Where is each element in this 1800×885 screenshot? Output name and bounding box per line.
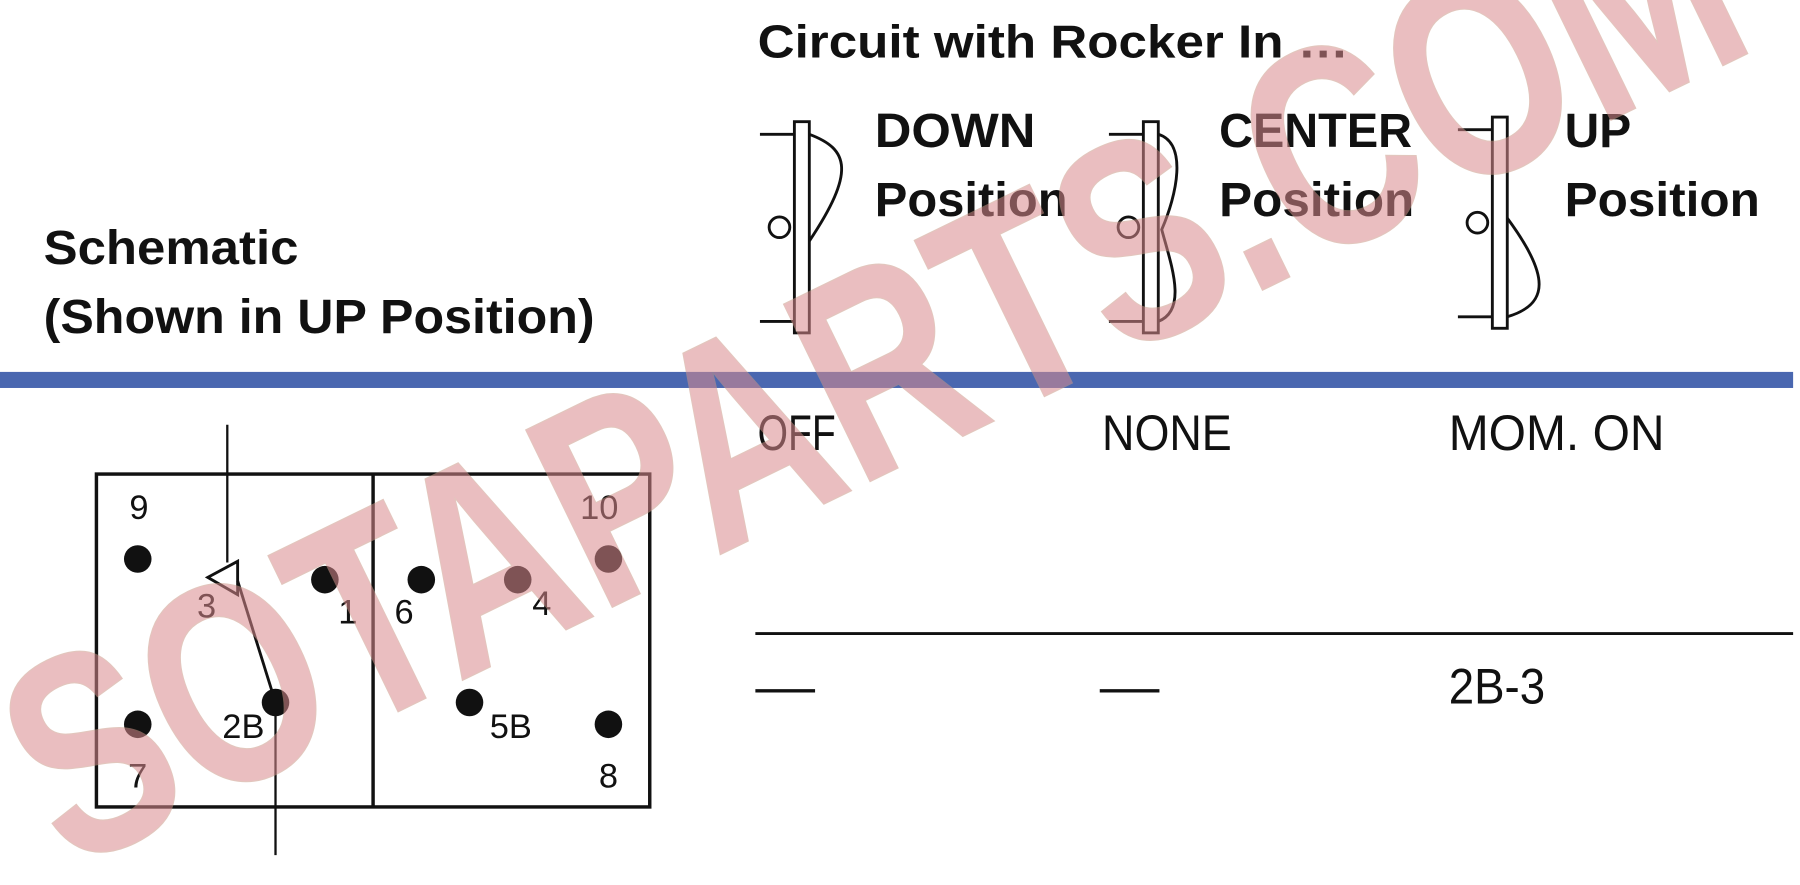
terminal-10: [594, 545, 623, 573]
rocker-icon-center: [1108, 120, 1179, 335]
terminal-7: [123, 710, 152, 739]
header-divider: [0, 371, 1794, 388]
circuit-title: Circuit with Rocker In …: [758, 15, 1349, 67]
schematic-title: Schematic: [44, 221, 299, 275]
position-label-up: Position: [1565, 173, 1760, 227]
label-4: 4: [532, 585, 551, 623]
position-name-up: UP: [1565, 104, 1632, 158]
terminal-4: [503, 565, 532, 594]
connection-center: —: [1100, 658, 1160, 715]
label-2b: 2B: [222, 708, 264, 746]
label-7: 7: [128, 757, 147, 795]
terminal-labels: 9 3 1 6 4 10 7 2B 5B 8: [128, 489, 618, 796]
label-5b: 5B: [490, 708, 532, 746]
terminal-dots: [123, 545, 623, 739]
terminal-9: [123, 545, 152, 573]
position-name-down: DOWN: [875, 104, 1036, 158]
schematic-box: [94, 424, 652, 856]
label-9: 9: [129, 489, 148, 527]
terminal-1: [311, 565, 339, 594]
connection-down: —: [755, 658, 815, 715]
label-10: 10: [580, 489, 618, 527]
terminal-6: [407, 565, 436, 594]
circuit-up: MOM. ON: [1449, 404, 1665, 461]
schematic-subtitle: (Shown in UP Position): [44, 290, 595, 344]
position-label-down: Position: [875, 173, 1068, 227]
position-name-center: CENTER: [1219, 104, 1412, 158]
label-3: 3: [197, 588, 216, 626]
label-1: 1: [338, 593, 357, 631]
position-label-center: Position: [1219, 173, 1414, 227]
rocker-icon-up: [1457, 115, 1541, 330]
circuit-center: NONE: [1102, 404, 1232, 461]
connection-up: 2B-3: [1449, 658, 1545, 715]
label-6: 6: [395, 593, 414, 631]
terminal-8: [594, 710, 623, 739]
label-8: 8: [599, 757, 618, 795]
terminal-5b: [455, 688, 484, 717]
terminal-2b: [261, 688, 290, 717]
circuit-down: OFF: [758, 404, 836, 461]
rocker-icon-down: [759, 120, 844, 335]
